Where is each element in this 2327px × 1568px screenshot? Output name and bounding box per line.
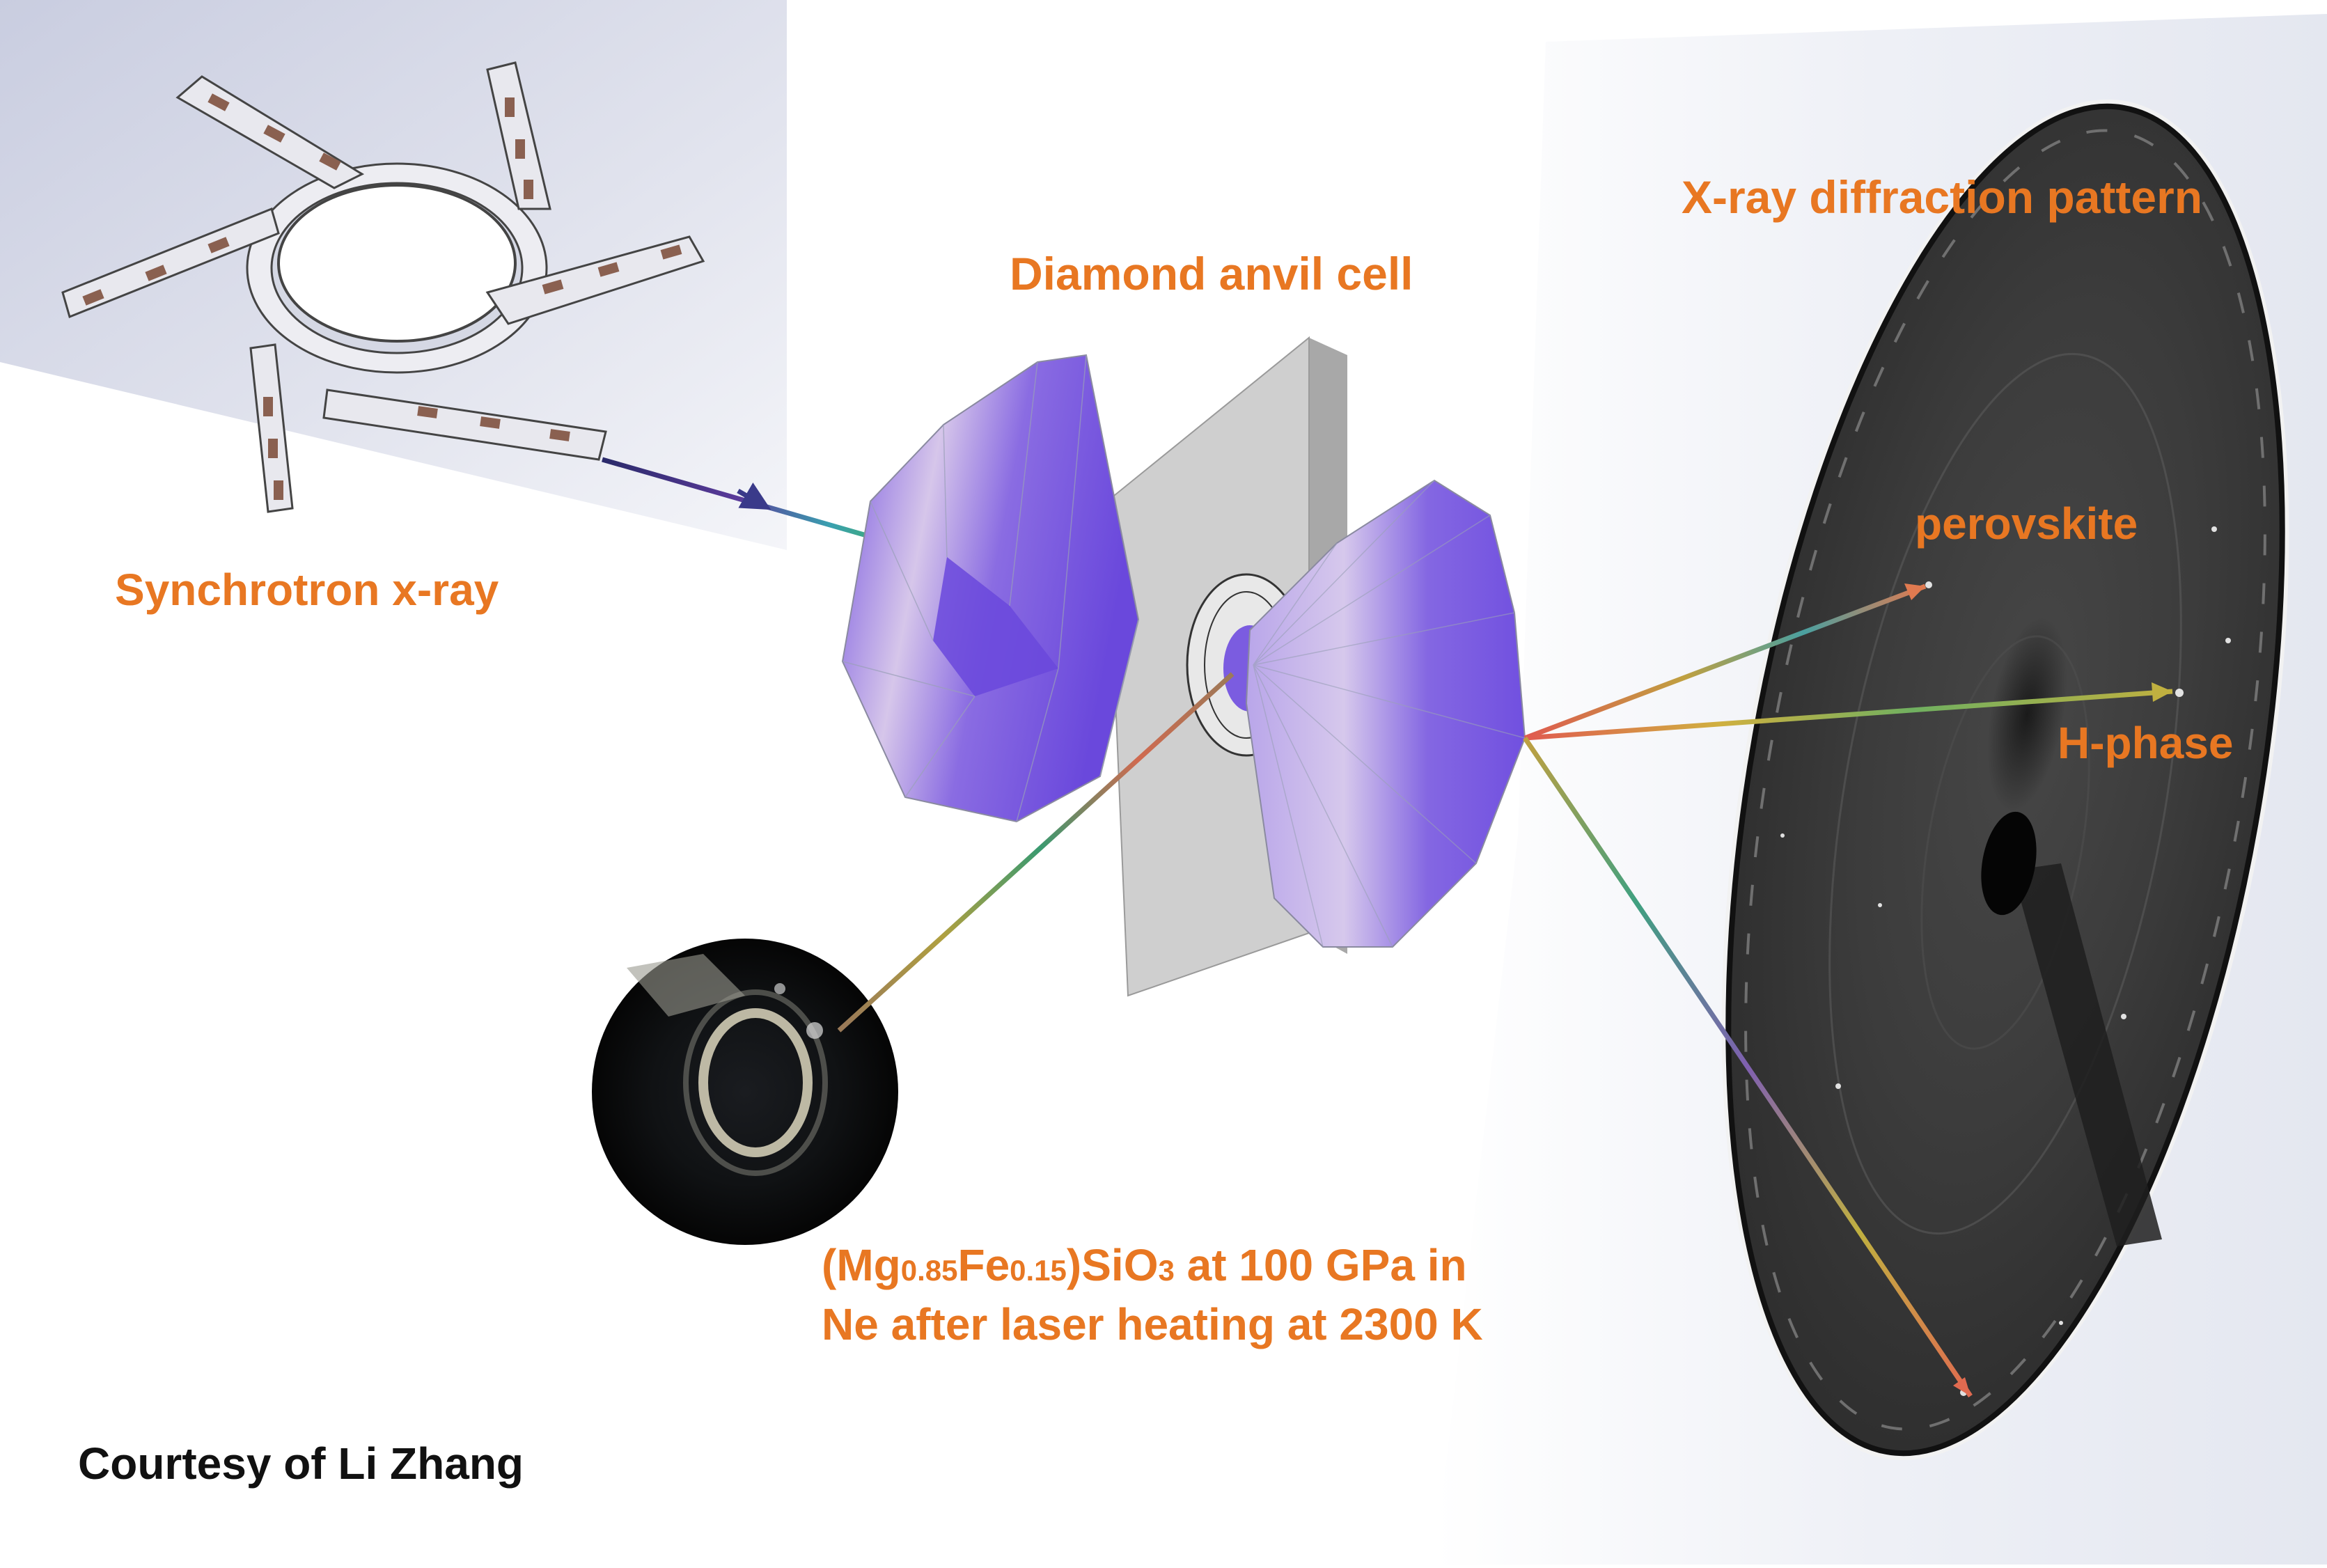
sample-formula-part2: Fe — [957, 1240, 1010, 1290]
sample-micrograph — [592, 939, 898, 1245]
hphase-label: H-phase — [2058, 718, 2234, 768]
sample-formula-part4: at 100 GPa in — [1174, 1240, 1467, 1290]
incident-beam-arrowhead — [737, 483, 771, 510]
sample-subscript-o: 3 — [1158, 1254, 1175, 1287]
sample-formula-part3: )SiO — [1066, 1240, 1159, 1290]
diffracted-beam-perovskite — [1523, 583, 1927, 741]
diffracted-beam-hphase — [1524, 689, 2173, 741]
diffracted-arrowhead-perovskite — [1904, 583, 1925, 600]
sample-subscript-mg: 0.85 — [900, 1254, 958, 1287]
diamond-anvil-left — [841, 354, 1140, 823]
synchrotron-ring-icon — [61, 61, 705, 513]
diffracted-arrowhead-lower — [1953, 1377, 1970, 1396]
sample-subscript-fe: 0.15 — [1010, 1254, 1067, 1287]
dac-label: Diamond anvil cell — [1010, 248, 1413, 299]
credit-label: Courtesy of Li Zhang — [78, 1438, 524, 1489]
xrd-detector — [1721, 99, 2289, 1461]
diamond-anvil-right — [1245, 479, 1526, 948]
perovskite-label: perovskite — [1915, 499, 2138, 549]
sample-link-beam — [837, 672, 1235, 1033]
sample-caption-line1: (Mg0.85Fe0.15)SiO3 at 100 GPa in — [822, 1239, 1467, 1291]
xrd-label: X-ray diffraction pattern — [1682, 171, 2203, 223]
diffracted-arrowhead-hphase — [2152, 682, 2172, 702]
diffracted-beam-lower — [1523, 737, 1973, 1397]
sample-caption-line2: Ne after laser heating at 2300 K — [822, 1299, 1483, 1349]
synchrotron-label: Synchrotron x-ray — [115, 565, 499, 615]
sample-formula-part1: (Mg — [822, 1240, 901, 1290]
